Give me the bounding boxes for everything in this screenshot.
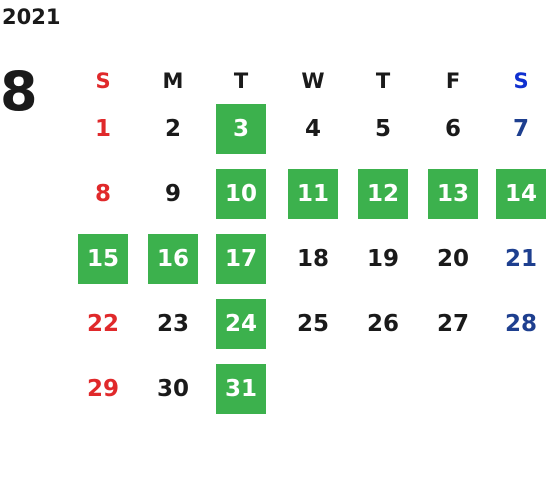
weekday-thursday: T (375, 69, 391, 93)
day-cell[interactable]: 21 (504, 246, 537, 272)
weekday-friday: F (445, 69, 461, 93)
week-row-5: 29 30 31 (68, 364, 548, 429)
day-cell-highlighted[interactable]: 16 (148, 234, 198, 284)
day-cell-highlighted[interactable]: 15 (78, 234, 128, 284)
day-cell[interactable]: 26 (366, 311, 399, 337)
day-cell[interactable]: 19 (366, 246, 399, 272)
day-cell-highlighted[interactable]: 10 (216, 169, 266, 219)
week-row-1: 1 2 3 4 5 6 7 (68, 104, 548, 169)
day-cell[interactable]: 29 (86, 376, 119, 402)
day-cell[interactable]: 27 (436, 311, 469, 337)
day-cell-highlighted[interactable]: 31 (216, 364, 266, 414)
day-cell[interactable]: 23 (156, 311, 189, 337)
day-cell-highlighted[interactable]: 14 (496, 169, 546, 219)
weekday-sunday: S (95, 69, 111, 93)
week-row-4: 22 23 24 25 26 27 28 (68, 299, 548, 364)
day-cell[interactable]: 4 (304, 116, 321, 142)
day-cell-highlighted[interactable]: 13 (428, 169, 478, 219)
year-label: 2021 (2, 5, 61, 29)
day-cell-highlighted[interactable]: 3 (216, 104, 266, 154)
day-cell[interactable]: 28 (504, 311, 537, 337)
weekday-header-row: S M T W T F S (68, 58, 548, 104)
weekday-tuesday: T (233, 69, 249, 93)
day-cell[interactable]: 1 (94, 116, 111, 142)
week-row-2: 8 9 10 11 12 13 14 (68, 169, 548, 234)
weekday-wednesday: W (301, 69, 325, 93)
week-row-3: 15 16 17 18 19 20 21 (68, 234, 548, 299)
weekday-monday: M (162, 69, 184, 93)
day-cell[interactable]: 2 (164, 116, 181, 142)
day-cell[interactable]: 30 (156, 376, 189, 402)
day-cell[interactable]: 20 (436, 246, 469, 272)
day-cell[interactable]: 5 (374, 116, 391, 142)
month-number: 8 (0, 60, 38, 123)
day-cell[interactable]: 22 (86, 311, 119, 337)
calendar-grid: S M T W T F S 1 2 3 4 5 6 7 8 9 10 11 12… (68, 58, 548, 429)
day-cell-highlighted[interactable]: 12 (358, 169, 408, 219)
day-cell-highlighted[interactable]: 24 (216, 299, 266, 349)
day-cell[interactable]: 18 (296, 246, 329, 272)
day-cell[interactable]: 25 (296, 311, 329, 337)
day-cell-highlighted[interactable]: 17 (216, 234, 266, 284)
day-cell[interactable]: 6 (444, 116, 461, 142)
day-cell[interactable]: 9 (164, 181, 181, 207)
day-cell-highlighted[interactable]: 11 (288, 169, 338, 219)
day-cell[interactable]: 8 (94, 181, 111, 207)
day-cell[interactable]: 7 (512, 116, 529, 142)
weekday-saturday: S (513, 69, 529, 93)
